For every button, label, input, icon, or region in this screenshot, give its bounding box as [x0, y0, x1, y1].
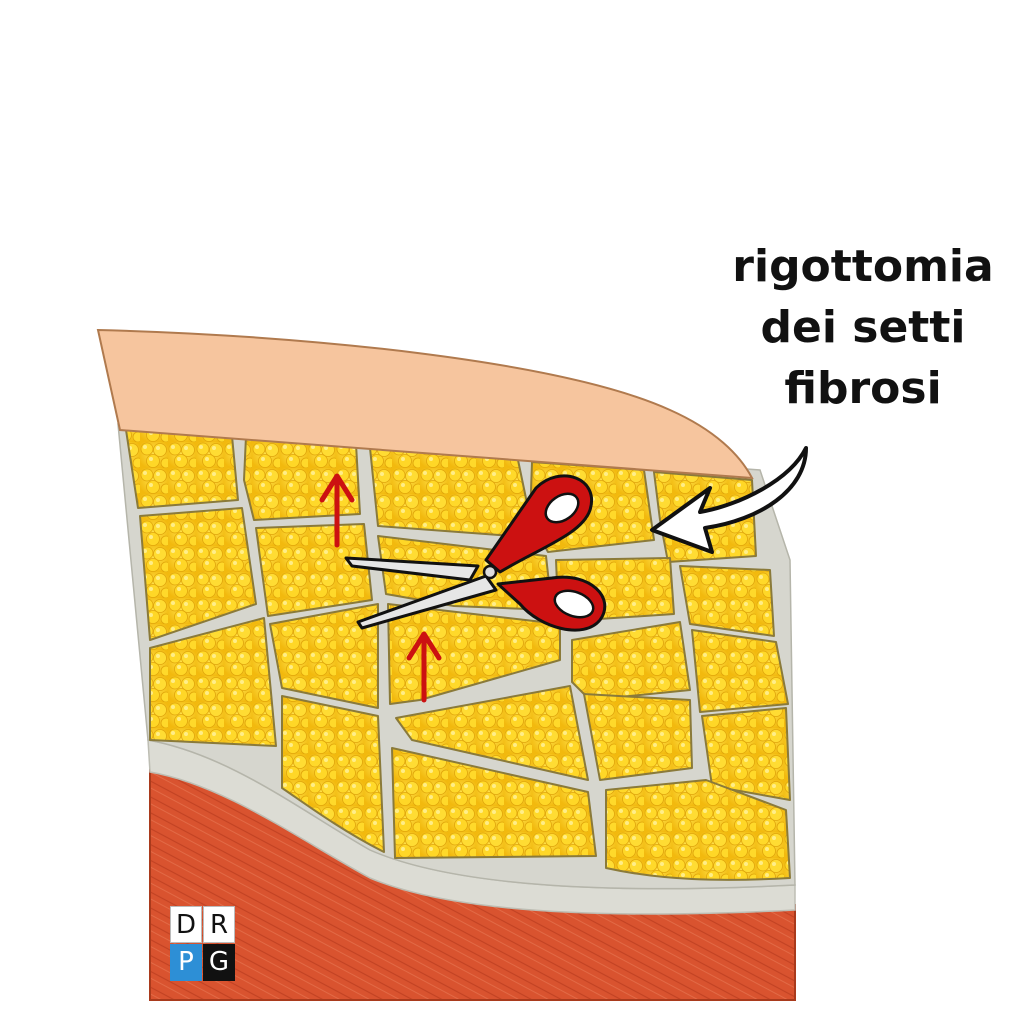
pointer-arrow-icon	[650, 446, 808, 554]
drpg-logo: D R P G	[170, 906, 236, 982]
fat-lobules	[125, 429, 791, 881]
logo-letter-r: R	[203, 906, 235, 943]
logo-letter-g: G	[203, 944, 235, 981]
logo-letter-d: D	[170, 906, 202, 943]
up-arrow-icon	[319, 473, 355, 548]
caption-line-1: rigottomia	[732, 241, 994, 292]
scissors-icon	[344, 474, 607, 632]
caption-line-3: fibrosi	[784, 363, 942, 414]
caption-line-2: dei setti	[760, 302, 966, 353]
up-arrow-icon	[406, 631, 442, 703]
logo-letter-p: P	[170, 944, 202, 981]
skin-layer	[96, 328, 754, 480]
procedure-caption: rigottomia dei setti fibrosi	[700, 236, 1024, 419]
